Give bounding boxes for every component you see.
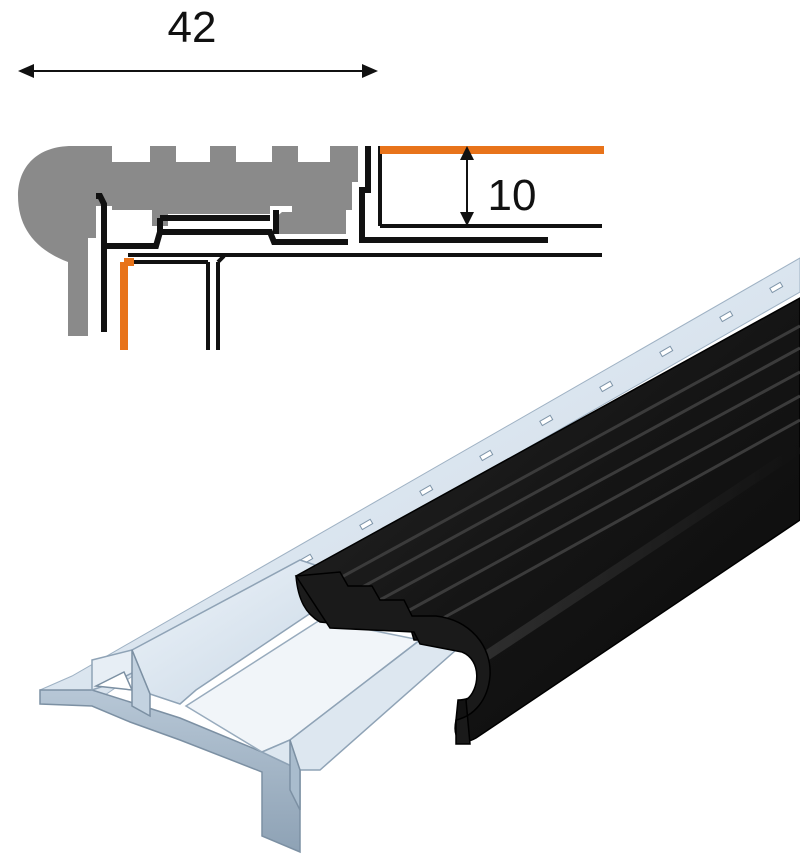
aluminium-channel-wall (131, 649, 151, 718)
arrow-head-down (460, 212, 474, 226)
arrow-head-up (460, 146, 474, 160)
aluminium-ridge-face (289, 739, 301, 811)
aluminium-triangle-slot (93, 670, 134, 691)
rubber-grooves (317, 324, 800, 624)
height-dimension: 10 (460, 146, 536, 226)
arrow-head-right (362, 64, 378, 78)
profile-3d-render (39, 257, 800, 854)
width-dimension: 42 (18, 3, 378, 78)
grey-rubber-profile (18, 146, 358, 336)
step-corner-line (216, 254, 226, 264)
cross-section (18, 146, 604, 350)
rubber-nose-profile (294, 571, 491, 745)
black-carrier-profile (96, 146, 548, 332)
height-label: 10 (488, 171, 537, 220)
rubber-nose-highlight (477, 443, 800, 665)
arrow-head-left (18, 64, 34, 78)
width-label: 42 (168, 3, 217, 52)
